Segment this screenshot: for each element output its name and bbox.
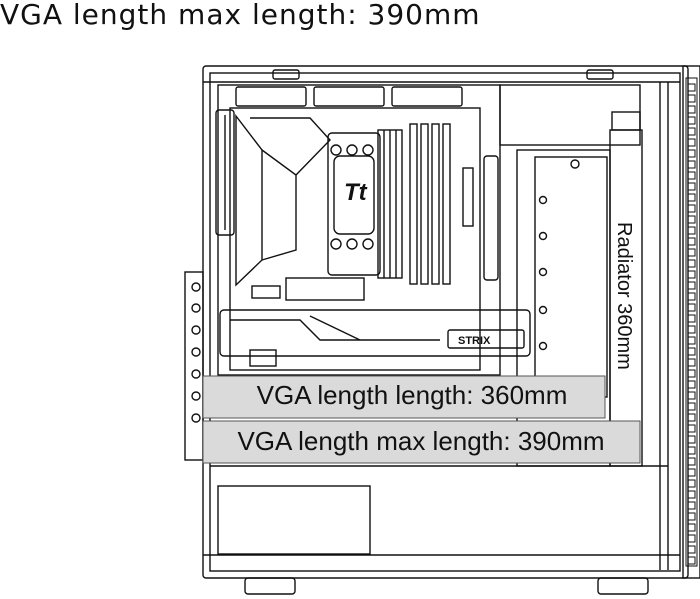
vent-slot: [687, 171, 696, 180]
vent-slot: [687, 468, 696, 477]
vent-slot: [687, 116, 696, 125]
vent-slot: [687, 193, 696, 202]
top-fan-clip-left: [272, 69, 300, 80]
motherboard: [229, 107, 481, 371]
front-panel: [682, 65, 700, 579]
vga-length-box: [202, 375, 606, 419]
vent-slot: [687, 369, 696, 378]
vent-slot: [687, 204, 696, 213]
vent-slot: [687, 226, 696, 235]
cable-grommet: [483, 155, 499, 281]
vent-slot: [687, 512, 696, 521]
atx-connector: [462, 167, 474, 227]
vent-slot: [687, 391, 696, 400]
cooler-logo-text: Tt: [344, 179, 368, 206]
expansion-brackets: [184, 271, 204, 461]
vent-slot: [687, 336, 696, 345]
vrm-heatsink: [235, 113, 263, 287]
vent-slot: [687, 325, 696, 334]
vent-slot: [687, 160, 696, 169]
ram-stick-1: [409, 123, 418, 285]
vent-slot: [687, 556, 696, 565]
cpu-cooler-body: [327, 132, 381, 276]
vent-slot: [687, 215, 696, 224]
vent-slot: [687, 270, 696, 279]
vent-slot: [687, 545, 696, 554]
gpu-brand-text: STRIX: [458, 335, 491, 347]
vent-slot: [687, 413, 696, 422]
gpu-brand-plate: [447, 329, 525, 349]
vent-slot: [687, 402, 696, 411]
radiator-bracket: [516, 149, 611, 467]
vent-slot: [687, 127, 696, 136]
vent-slot: [687, 292, 696, 301]
vent-slot: [687, 237, 696, 246]
vent-slot: [687, 347, 696, 356]
page-heading: VGA length max length: 390mm: [0, 0, 481, 31]
ram-stick-3: [431, 123, 440, 285]
ram-stick-4: [442, 123, 451, 285]
vent-slot: [687, 435, 696, 444]
vent-slot: [687, 248, 696, 257]
vent-slot: [687, 259, 696, 268]
motherboard-tray: [217, 84, 501, 376]
vent-slot: [687, 83, 696, 92]
vent-slot: [687, 446, 696, 455]
vent-slot: [687, 380, 696, 389]
vent-slot: [687, 534, 696, 543]
vent-slot: [687, 94, 696, 103]
vent-slot: [687, 523, 696, 532]
vent-slot: [687, 281, 696, 290]
top-slot-2: [313, 86, 385, 107]
ram-stick-2: [420, 123, 429, 285]
vga-max-length-box: [202, 420, 641, 464]
rear-fan: [215, 109, 235, 236]
vent-slot: [687, 105, 696, 114]
graphics-card: [219, 309, 531, 357]
vent-slot: [687, 182, 696, 191]
vent-slot: [687, 303, 696, 312]
vent-slot: [687, 149, 696, 158]
top-slot-3: [391, 86, 463, 107]
vent-slot: [687, 490, 696, 499]
vent-slot: [687, 138, 696, 147]
vga-length-label: VGA length length: 360mm: [257, 380, 568, 410]
case-inner-outline: [209, 72, 681, 572]
vent-slot: [687, 457, 696, 466]
vent-slot: [687, 424, 696, 433]
vent-slot: [687, 358, 696, 367]
case-foot-right: [597, 577, 649, 595]
top-slot-1: [235, 86, 307, 107]
vent-slot: [687, 314, 696, 323]
radiator-label: Radiator 360mm: [613, 222, 635, 370]
vga-max-length-label: VGA length max length: 390mm: [237, 426, 604, 456]
top-fan-clip-right: [586, 69, 614, 80]
case-foot-left: [244, 577, 296, 595]
power-supply: [217, 485, 371, 555]
vent-slot: [687, 501, 696, 510]
radiator-panel: [534, 156, 608, 398]
drive-bay: [499, 84, 641, 146]
vent-slot: [687, 479, 696, 488]
